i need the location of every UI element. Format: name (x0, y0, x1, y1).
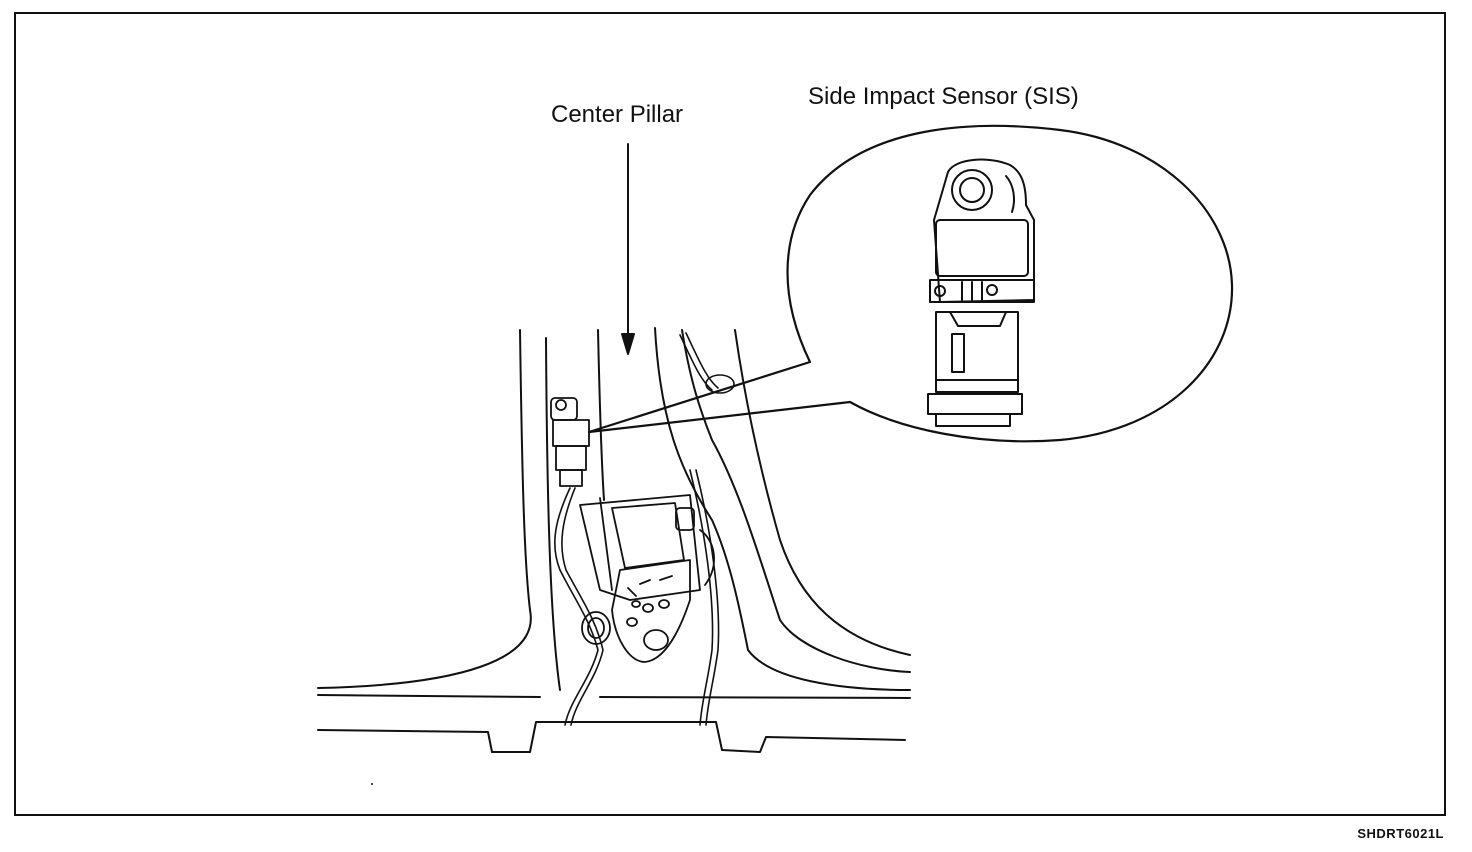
sensor-enlarged (927, 158, 1035, 427)
pillar-arrow (621, 143, 635, 355)
sensor-small (550, 397, 590, 487)
wire-harness (554, 332, 735, 726)
center-pillar-label: Center Pillar (551, 101, 684, 128)
figure-frame (14, 12, 1446, 816)
speck-mark (371, 783, 373, 785)
figure-code: SHDRT6021L (1357, 826, 1444, 841)
side-impact-sensor-label: Side Impact Sensor (SIS) (808, 83, 1079, 110)
center-pillar-body (317, 327, 911, 753)
seat-belt-retractor (579, 494, 715, 663)
callout-bubble (587, 124, 1234, 443)
